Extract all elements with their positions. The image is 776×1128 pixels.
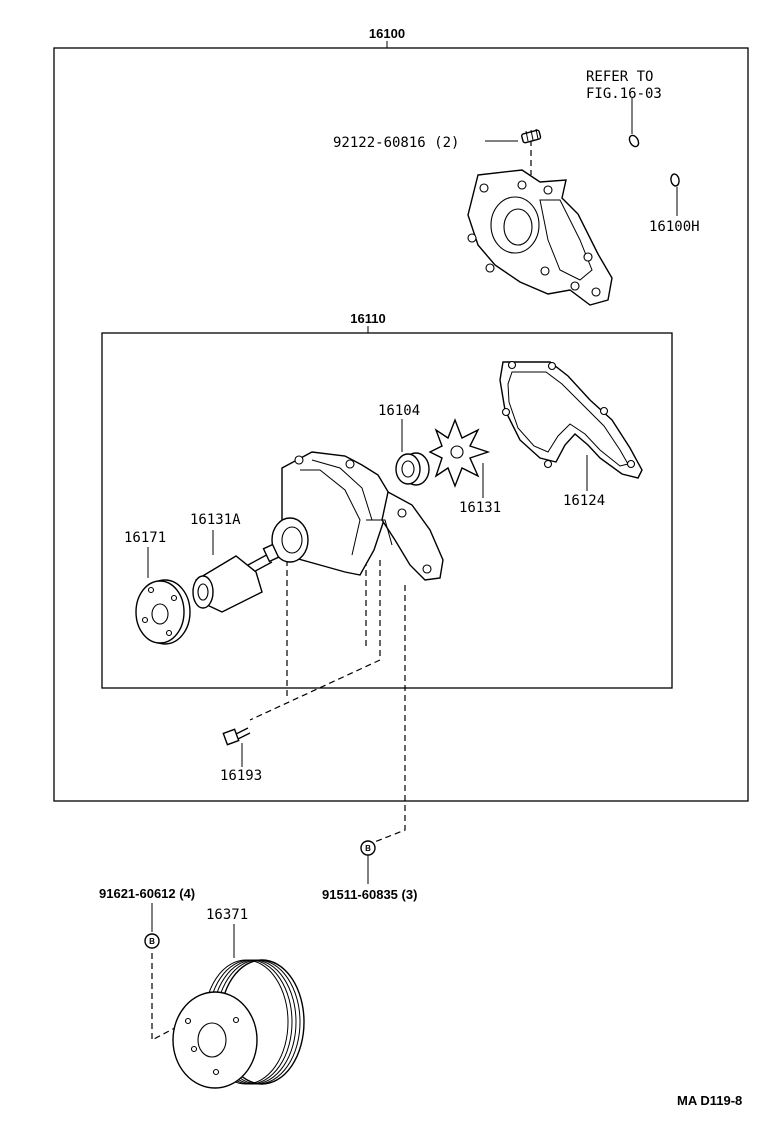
assembly-frame-16100 bbox=[53, 47, 749, 802]
gasket-icon bbox=[499, 360, 643, 479]
label-nut: 91511-60835 (3) bbox=[322, 887, 417, 902]
stud-icon bbox=[521, 128, 542, 144]
label-refer-line2: FIG.16-03 bbox=[586, 86, 662, 102]
figure-code: MA D119-8 bbox=[677, 1093, 742, 1108]
label-stud: 92122-60816 (2) bbox=[333, 135, 459, 151]
pump-body-icon bbox=[271, 451, 444, 581]
label-refer-line1: REFER TO bbox=[586, 69, 653, 85]
svg-text:B: B bbox=[365, 844, 371, 853]
leader-lines bbox=[147, 98, 678, 958]
label-seat: 16171 bbox=[124, 530, 166, 546]
seat-flange-icon bbox=[135, 579, 191, 645]
oring-icon bbox=[628, 134, 640, 148]
subassembly-frame-16110 bbox=[101, 332, 673, 689]
label-oring: 16100H bbox=[649, 219, 700, 235]
label-seal: 16104 bbox=[378, 403, 420, 419]
label-gasket: 16124 bbox=[563, 493, 605, 509]
label-pulley: 16371 bbox=[206, 907, 248, 923]
nut-marker-b-icon: B bbox=[360, 840, 376, 856]
pulley-bolt-marker-b-icon: B bbox=[144, 933, 160, 949]
oring-16100h-icon bbox=[670, 173, 680, 187]
pump-cover-icon bbox=[467, 169, 613, 306]
svg-text:B: B bbox=[149, 937, 155, 946]
label-assembly-16100: 16100 bbox=[369, 26, 405, 41]
bolt-icon bbox=[222, 727, 251, 746]
label-pulley-bolt: 91621-60612 (4) bbox=[99, 886, 195, 901]
shaft-bearing-icon bbox=[192, 543, 280, 613]
impeller-icon bbox=[428, 418, 491, 488]
seal-icon bbox=[395, 452, 430, 486]
label-impeller: 16131 bbox=[459, 500, 501, 516]
label-bolt: 16193 bbox=[220, 768, 262, 784]
label-subassembly-16110: 16110 bbox=[350, 311, 385, 326]
label-shaft-bearing: 16131A bbox=[190, 512, 241, 528]
pulley-icon bbox=[172, 959, 305, 1089]
